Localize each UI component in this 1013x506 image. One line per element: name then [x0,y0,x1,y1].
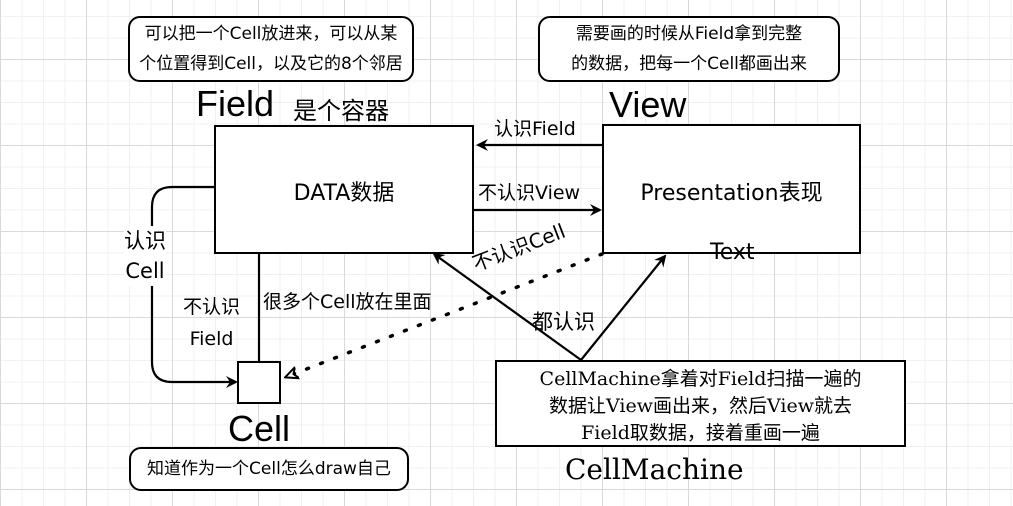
view-title: View [609,84,687,125]
field-body: DATA数据 [293,181,395,206]
label-line: 不认识 [183,296,241,318]
label-machine-both: 都认识 [532,310,595,334]
label-view-to-field: 认识Field [494,118,576,140]
label-cell-to-field: 不认识 Field [183,291,240,355]
label-line: Cell [125,259,165,283]
label-field-to-cell: 认识 Cell [124,226,166,286]
view-note: 需要画的时候从Field拿到完整 的数据，把每一个Cell都画出来 [538,16,840,82]
machine-note-line: Field取数据，接着重画一遍 [581,422,820,444]
cell-note-text: 知道作为一个Cell怎么draw自己 [147,459,391,479]
machine-note-line: CellMachine拿着对Field扫描一遍的 [539,368,862,390]
field-note-line: 可以把一个Cell放进来，可以从某 [144,24,398,44]
machine-note-line: 数据让View画出来，然后View就去 [549,395,852,417]
edge-machine-to-view [580,254,667,361]
view-note-line: 的数据，把每一个Cell都画出来 [571,54,807,74]
cell-box[interactable] [237,361,281,404]
view-body: Presentation表现 [640,181,823,206]
view-note-line: 需要画的时候从Field拿到完整 [575,24,803,44]
machine-box[interactable]: CellMachine拿着对Field扫描一遍的 数据让View画出来，然后Vi… [495,360,906,447]
field-box[interactable]: DATA数据 [214,125,474,254]
edge-machine-to-field [432,252,582,361]
machine-title: CellMachine [565,453,744,486]
cell-note: 知道作为一个Cell怎么draw自己 [129,447,409,491]
label-cell-in-field: 很多个Cell放在里面 [263,291,432,313]
label-line: Field [189,328,234,350]
field-note: 可以把一个Cell放进来，可以从某 个位置得到Cell，以及它的8个邻居 [128,16,414,82]
label-field-to-view: 不认识View [478,182,581,204]
cell-title: Cell [228,408,291,449]
field-note-line: 个位置得到Cell，以及它的8个邻居 [139,54,403,74]
field-title: Field [196,83,275,124]
label-line: 认识 [124,229,166,253]
field-subtitle: 是个容器 [293,97,389,125]
view-box[interactable]: Presentation表现 [602,124,861,254]
view-footer-text: Text [710,240,755,265]
